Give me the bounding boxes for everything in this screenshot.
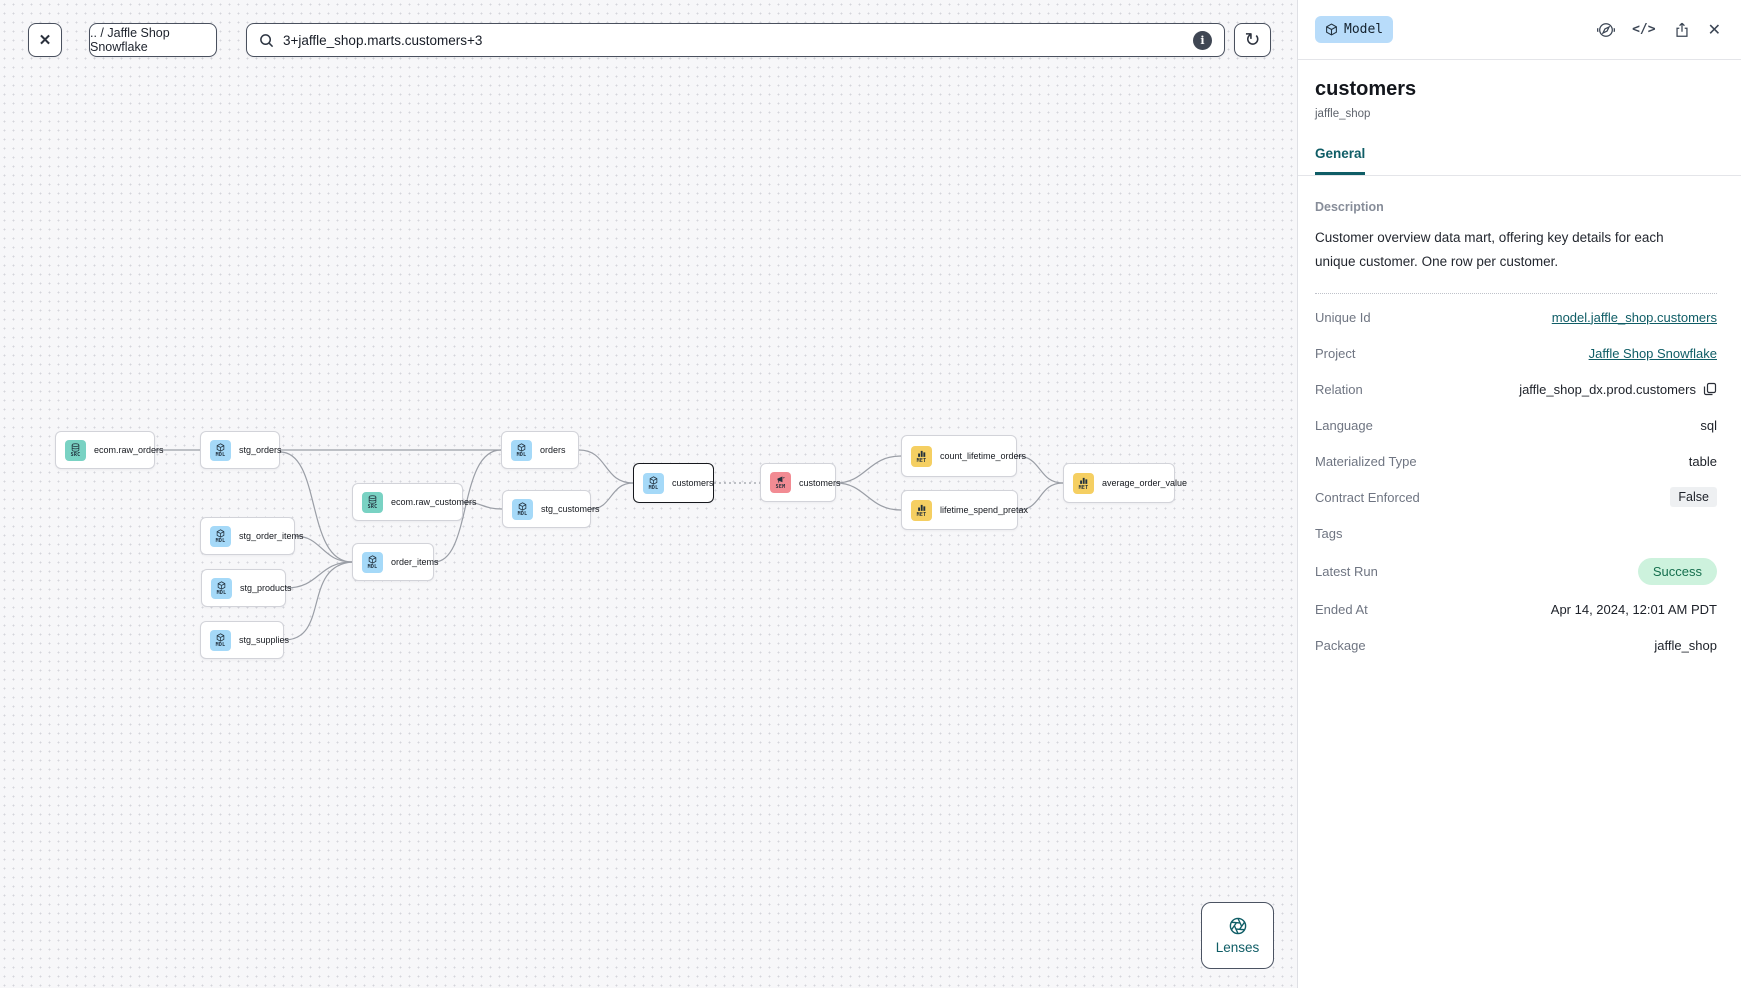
node-order-items[interactable]: MDL order_items bbox=[352, 543, 439, 581]
node-stg-supplies[interactable]: MDL stg_supplies bbox=[200, 621, 289, 659]
detail-row-materialized-type: Materialized Type table bbox=[1315, 453, 1717, 469]
details-panel: Model </> bbox=[1297, 0, 1741, 988]
lineage-search[interactable]: i bbox=[246, 23, 1225, 57]
lineage-edges bbox=[155, 449, 1064, 641]
model-icon: MDL bbox=[210, 525, 231, 547]
model-icon: MDL bbox=[210, 439, 231, 461]
share-icon bbox=[1676, 22, 1688, 37]
node-stg-order-items[interactable]: MDL stg_order_items bbox=[200, 517, 304, 555]
node-stg-orders[interactable]: MDL stg_orders bbox=[200, 431, 282, 469]
refresh-button[interactable]: ↻ bbox=[1234, 23, 1271, 57]
source-icon: SRC bbox=[65, 439, 86, 461]
metric-icon: MET bbox=[1073, 472, 1094, 494]
semantic-model-icon: SEM bbox=[770, 472, 791, 493]
detail-row-ended-at: Ended At Apr 14, 2024, 12:01 AM PDT bbox=[1315, 601, 1717, 617]
contract-enforced-badge: False bbox=[1670, 487, 1717, 507]
explore-lineage-button[interactable] bbox=[1597, 21, 1616, 39]
detail-row-contract-enforced: Contract Enforced False bbox=[1315, 479, 1717, 515]
metric-icon: MET bbox=[911, 445, 932, 467]
detail-row-relation: Relation jaffle_shop_dx.prod.customers bbox=[1315, 371, 1717, 407]
detail-row-unique-id: Unique Id model.jaffle_shop.customers bbox=[1315, 309, 1717, 325]
description-text: Customer overview data mart, offering ke… bbox=[1315, 230, 1664, 269]
unique-id-link[interactable]: model.jaffle_shop.customers bbox=[1551, 309, 1717, 325]
share-button[interactable] bbox=[1673, 21, 1691, 39]
node-stg-products[interactable]: MDL stg_products bbox=[201, 569, 292, 607]
description-label: Description bbox=[1315, 200, 1384, 214]
code-icon: </> bbox=[1632, 22, 1656, 37]
node-ecom-raw-orders[interactable]: SRC ecom.raw_orders bbox=[55, 431, 164, 469]
selector-input[interactable] bbox=[283, 32, 1184, 48]
source-icon: SRC bbox=[362, 491, 383, 513]
detail-row-latest-run: Latest Run Success bbox=[1315, 551, 1717, 591]
node-ecom-raw-customers[interactable]: SRC ecom.raw_customers bbox=[352, 483, 477, 521]
model-icon: MDL bbox=[362, 551, 383, 573]
tab-general[interactable]: General bbox=[1315, 146, 1366, 175]
close-icon: ✕ bbox=[38, 32, 52, 49]
detail-row-tags: Tags bbox=[1315, 525, 1343, 541]
close-icon: ✕ bbox=[1707, 21, 1721, 39]
model-cube-icon bbox=[1325, 23, 1338, 36]
package-subtitle: jaffle_shop bbox=[1315, 108, 1371, 120]
copy-icon bbox=[1703, 382, 1717, 396]
lineage-canvas[interactable]: ✕ .. / Jaffle Shop Snowflake i ↻ SRC eco… bbox=[0, 0, 1297, 988]
metric-icon: MET bbox=[911, 499, 932, 521]
close-lineage-button[interactable]: ✕ bbox=[28, 23, 62, 57]
divider bbox=[1315, 293, 1717, 294]
breadcrumb[interactable]: .. / Jaffle Shop Snowflake bbox=[89, 23, 217, 57]
lenses-button[interactable]: Lenses bbox=[1201, 902, 1274, 969]
search-icon bbox=[260, 33, 274, 47]
copy-relation-button[interactable] bbox=[1703, 382, 1717, 396]
node-orders[interactable]: MDL orders bbox=[501, 431, 579, 469]
node-stg-customers[interactable]: MDL stg_customers bbox=[502, 490, 600, 528]
lenses-aperture-icon bbox=[1229, 917, 1246, 935]
detail-row-language: Language sql bbox=[1315, 417, 1717, 433]
model-icon: MDL bbox=[210, 629, 231, 651]
refresh-icon: ↻ bbox=[1244, 29, 1261, 51]
node-customers-semantic[interactable]: SEM customers bbox=[760, 463, 841, 502]
model-icon: MDL bbox=[512, 498, 533, 520]
resource-type-badge: Model bbox=[1315, 16, 1394, 43]
close-panel-button[interactable]: ✕ bbox=[1708, 20, 1721, 40]
model-icon: MDL bbox=[511, 439, 532, 461]
node-lifetime-spend-pretax[interactable]: MET lifetime_spend_pretax bbox=[901, 490, 1028, 530]
detail-row-package: Package jaffle_shop bbox=[1315, 637, 1717, 653]
view-code-button[interactable]: </> bbox=[1632, 22, 1655, 37]
model-icon: MDL bbox=[211, 577, 232, 599]
node-customers-selected[interactable]: MDL customers bbox=[633, 463, 714, 503]
compass-icon bbox=[1597, 22, 1616, 37]
info-icon[interactable]: i bbox=[1193, 30, 1212, 50]
panel-tabs: General bbox=[1298, 145, 1741, 176]
page-title: customers bbox=[1315, 78, 1417, 100]
node-count-lifetime-orders[interactable]: MET count_lifetime_orders bbox=[901, 435, 1026, 477]
status-badge[interactable]: Success bbox=[1637, 557, 1717, 585]
node-average-order-value[interactable]: MET average_order_value bbox=[1063, 463, 1187, 503]
model-icon: MDL bbox=[643, 472, 664, 494]
project-link[interactable]: Jaffle Shop Snowflake bbox=[1588, 345, 1717, 361]
panel-header: Model </> bbox=[1298, 0, 1741, 60]
detail-row-project: Project Jaffle Shop Snowflake bbox=[1315, 345, 1717, 361]
